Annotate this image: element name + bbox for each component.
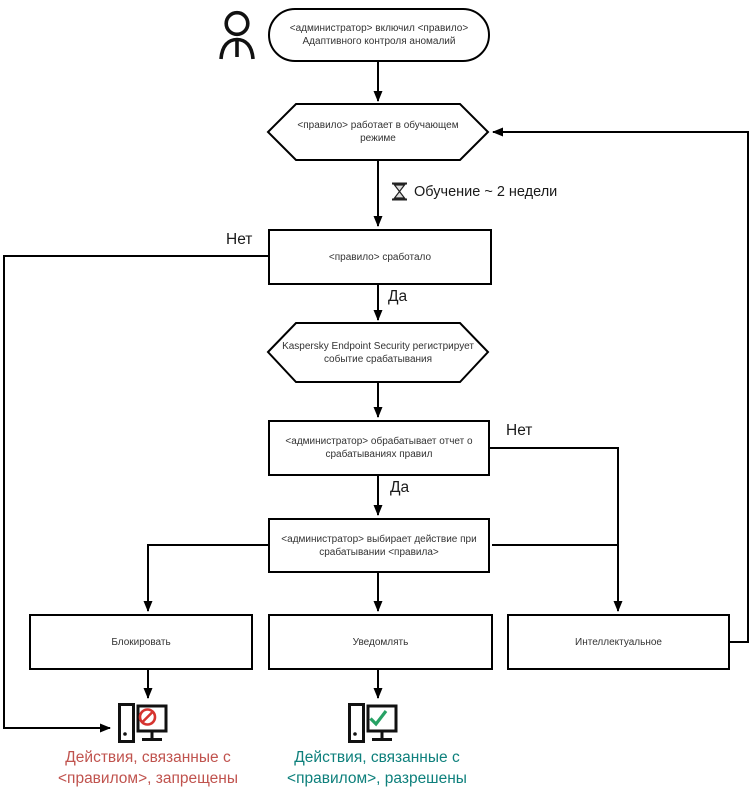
person-icon <box>219 10 255 60</box>
action-notify-label: Уведомлять <box>352 636 409 648</box>
action-smart-node: Интеллектуальное <box>507 614 730 670</box>
blocked-caption-line1: Действия, связанные с <box>65 749 231 766</box>
decision-hexagon-learning <box>266 103 490 161</box>
report-review-line2: срабатываниях правил <box>325 449 433 460</box>
action-smart-label: Интеллектуальное <box>575 636 662 648</box>
blocked-outcome-caption: Действия, связанные с <правилом>, запрещ… <box>45 747 251 789</box>
learning-mode-line2: режиме <box>360 133 396 144</box>
blocked-caption-line2: <правилом>, запрещены <box>58 770 238 787</box>
rule-triggered-node: <правило> сработало <box>268 229 492 285</box>
computer-allowed-icon <box>348 703 398 743</box>
rule-triggered-line1: <правило> сработало <box>328 251 432 263</box>
allowed-caption-line1: Действия, связанные с <box>294 749 460 766</box>
computer-blocked-icon <box>118 703 168 743</box>
allowed-caption-line2: <правилом>, разрешены <box>287 770 467 787</box>
report-review-node: <администратор> обрабатывает отчет о сра… <box>268 420 490 476</box>
training-duration-label: Обучение ~ 2 недели <box>414 184 558 200</box>
decision-hexagon-registers <box>266 322 490 383</box>
yes-label-report: Да <box>390 479 410 496</box>
action-block-label: Блокировать <box>111 636 171 648</box>
no-label-rule-triggered: Нет <box>226 231 253 248</box>
edge-no-loop-left <box>3 255 268 733</box>
check-badge-icon <box>369 710 388 727</box>
action-block-node: Блокировать <box>29 614 253 670</box>
action-notify-node: Уведомлять <box>268 614 493 670</box>
learning-mode-node: <правило> работает в обучающем режиме <box>293 106 463 158</box>
report-review-line1: <администратор> обрабатывает отчет о <box>285 436 473 447</box>
event-registered-line2: событие срабатывания <box>323 353 433 365</box>
choose-action-line2: срабатывании <правила> <box>319 546 439 558</box>
choose-action-node: <администратор> выбирает действие при ср… <box>268 518 490 573</box>
choose-action-line1: <администратор> выбирает действие при <box>281 533 477 545</box>
event-registered-line1: Kaspersky Endpoint Security регистрирует <box>282 340 474 352</box>
hourglass-icon <box>392 182 407 201</box>
allowed-outcome-caption: Действия, связанные с <правилом>, разреш… <box>274 747 480 789</box>
no-label-report: Нет <box>506 422 533 439</box>
start-node-line1: <администратор> включил <правило> <box>289 23 469 34</box>
edge-smart-loopback <box>492 127 749 643</box>
event-registered-node: Kaspersky Endpoint Security регистрирует… <box>273 325 483 380</box>
edge-no-report-to-smart <box>490 447 623 612</box>
prohibition-badge-icon <box>138 708 157 726</box>
edge-choose-to-block <box>143 544 268 612</box>
start-node: <администратор> включил <правило> Адапти… <box>268 8 490 62</box>
yes-label-rule-triggered: Да <box>388 288 408 305</box>
start-node-line2: Адаптивного контроля аномалий <box>302 36 456 47</box>
learning-mode-line1: <правило> работает в обучающем <box>297 120 459 131</box>
